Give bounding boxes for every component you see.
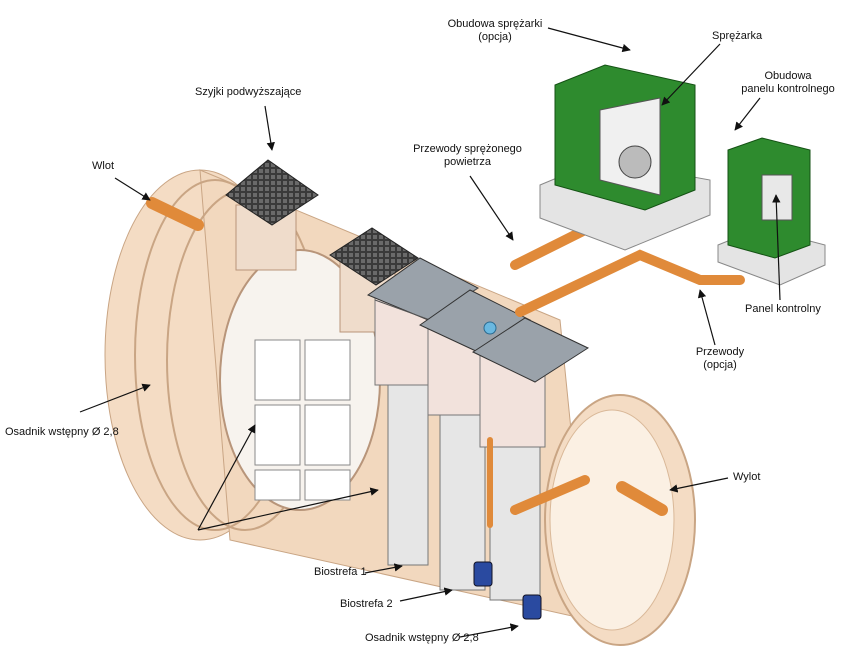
compressor-enclosure xyxy=(539,64,711,251)
label-przewody-line2: (opcja) xyxy=(703,359,737,371)
control-panel-enclosure xyxy=(717,137,826,286)
pump-2 xyxy=(522,594,542,620)
label-obudowa-panelu-line2: panelu kontrolnego xyxy=(741,83,835,95)
label-obudowa-panelu-line1: Obudowa xyxy=(764,70,812,82)
pipes xyxy=(146,197,745,528)
label-osadnik-bottom: Osadnik wstępny Ø 2,8 xyxy=(365,632,479,644)
label-wlot: Wlot xyxy=(92,160,114,172)
level-indicator xyxy=(483,321,497,335)
inlet-pipe xyxy=(146,197,204,231)
label-panel-kontrolny: Panel kontrolny xyxy=(745,303,821,315)
bio-module-3 xyxy=(471,317,590,601)
label-biostrefa-1: Biostrefa 1 xyxy=(314,566,367,578)
annotation-arrows xyxy=(79,27,781,638)
air-pipe-1 xyxy=(510,225,590,270)
label-przewody-sprezonego-line2: powietrza xyxy=(443,156,492,168)
label-osadnik-left: Osadnik wstępny Ø 2,8 xyxy=(5,426,119,438)
tank-internal-panels xyxy=(254,339,351,501)
outlet-pipe xyxy=(616,481,668,516)
label-obudowa-sprezarki: Obudowa sprężarki (opcja) xyxy=(440,18,550,44)
riser-1-grate xyxy=(225,159,319,226)
label-obudowa-sprezarki-line2: (opcja) xyxy=(478,31,512,43)
label-wylot: Wylot xyxy=(733,471,761,483)
pump-1 xyxy=(473,561,493,587)
compressor-unit xyxy=(618,145,652,179)
label-przewody-line1: Przewody xyxy=(695,346,745,358)
label-biostrefa-2: Biostrefa 2 xyxy=(340,598,393,610)
riser-1 xyxy=(225,159,319,271)
label-przewody-sprezonego: Przewody sprężonego powietrza xyxy=(405,143,530,169)
tank-right-opening-inner xyxy=(549,409,675,631)
label-sprezarka: Sprężarka xyxy=(712,30,763,42)
riser-2-grate xyxy=(329,227,419,286)
cross-pipe xyxy=(510,475,590,515)
label-obudowa-sprezarki-line1: Obudowa sprężarki xyxy=(447,18,543,30)
label-przewody-sprezonego-line1: Przewody sprężonego xyxy=(413,143,522,155)
label-obudowa-panelu: Obudowa panelu kontrolnego xyxy=(738,70,838,96)
label-szyjki: Szyjki podwyższające xyxy=(195,86,302,98)
air-pipe-2 xyxy=(515,249,745,317)
label-przewody: Przewody (opcja) xyxy=(690,346,750,372)
